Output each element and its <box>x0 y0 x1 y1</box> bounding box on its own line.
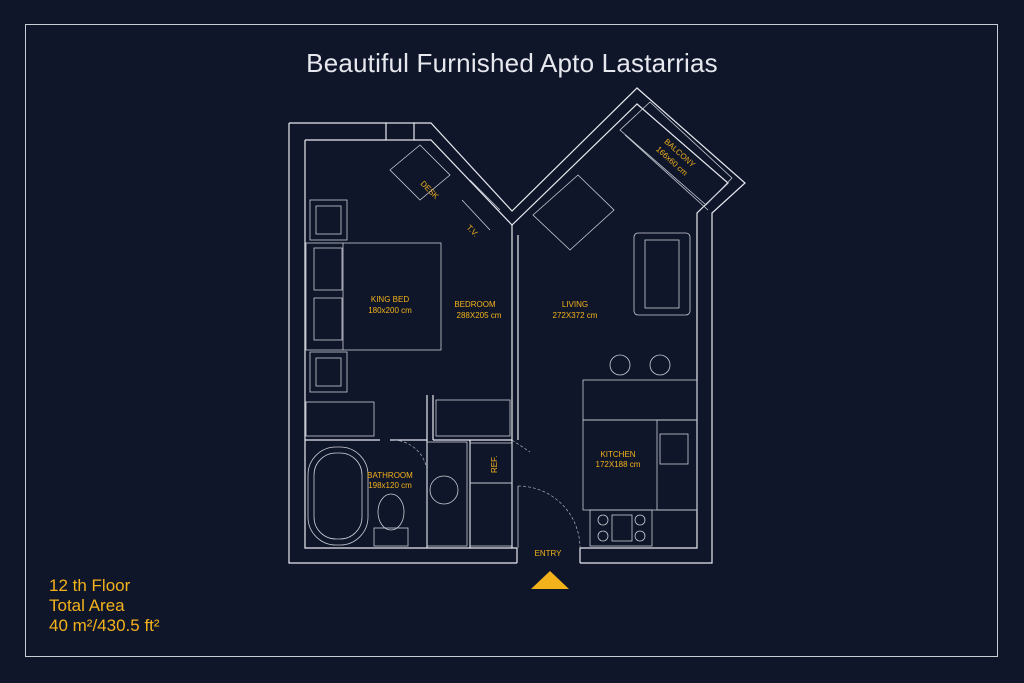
bathroom-label: BATHROOM <box>367 471 413 480</box>
tv-label: T.V. <box>465 223 481 239</box>
bed-label: KING BED <box>371 295 409 304</box>
doors <box>391 439 581 549</box>
living-furniture <box>532 174 698 421</box>
ref-label: REF. <box>490 456 499 473</box>
kitchen-size: 172X188 cm <box>596 460 641 469</box>
total-area-value: 40 m²/430.5 ft² <box>49 616 160 635</box>
living-label: LIVING <box>562 300 588 309</box>
kitchen <box>582 419 698 547</box>
bedroom-label: BEDROOM <box>454 300 496 309</box>
floor-number: 12 th Floor <box>49 576 131 595</box>
bathroom-size: 198x120 cm <box>368 481 412 490</box>
bedroom-size: 288X205 cm <box>457 311 502 320</box>
bed-size: 180x200 cm <box>368 306 412 315</box>
balcony <box>619 101 733 211</box>
plan-title: Beautiful Furnished Apto Lastarrias <box>306 48 718 78</box>
entry-label: ENTRY <box>535 549 563 558</box>
entry-arrow <box>531 571 569 589</box>
living-size: 272X372 cm <box>553 311 598 320</box>
interior-walls <box>305 225 519 548</box>
kitchen-label: KITCHEN <box>600 450 635 459</box>
page-border <box>25 24 998 657</box>
total-area-label: Total Area <box>49 596 125 615</box>
floor-info: 12 th Floor Total Area 40 m²/430.5 ft² <box>49 576 160 636</box>
bedroom-furniture <box>305 144 511 437</box>
bathroom <box>307 441 513 547</box>
